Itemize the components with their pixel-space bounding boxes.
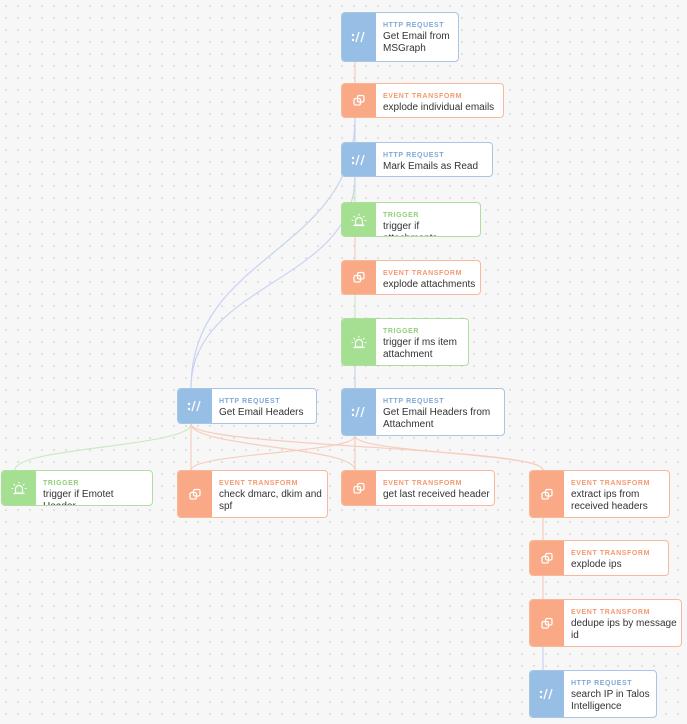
node-text: EVENT TRANSFORM extract ips from received…	[571, 479, 665, 513]
http-request-icon	[342, 389, 376, 435]
node-text: HTTP REQUEST Mark Emails as Read	[383, 151, 488, 173]
node-type-label: EVENT TRANSFORM	[383, 480, 462, 487]
node-title: check dmarc, dkim and spf	[219, 489, 322, 512]
node-type-label: EVENT TRANSFORM	[571, 550, 650, 557]
node-text: HTTP REQUEST search IP in Talos Intellige…	[571, 679, 652, 713]
node-title: trigger if ms item attachment	[383, 337, 457, 360]
node-title: Mark Emails as Read	[383, 161, 479, 172]
node-type-label: EVENT TRANSFORM	[571, 480, 650, 487]
node-mark-emails-as-read[interactable]: HTTP REQUEST Mark Emails as Read	[341, 142, 493, 177]
node-text: TRIGGER trigger if Emotet Header	[43, 479, 148, 505]
node-text: HTTP REQUEST Get Email Headers from Attac…	[383, 397, 500, 431]
event-transform-icon	[530, 600, 564, 646]
node-type-label: HTTP REQUEST	[383, 398, 445, 405]
node-extract-ips-from-received-headers[interactable]: EVENT TRANSFORM extract ips from received…	[529, 470, 670, 518]
node-type-label: TRIGGER	[383, 212, 420, 219]
node-title: search IP in Talos Intelligence	[571, 689, 650, 712]
node-title: extract ips from received headers	[571, 489, 648, 512]
event-transform-icon	[178, 471, 212, 517]
node-title: explode ips	[571, 559, 622, 570]
node-explode-ips[interactable]: EVENT TRANSFORM explode ips	[529, 540, 669, 576]
node-search-ip-in-talos-intelligence[interactable]: HTTP REQUEST search IP in Talos Intellige…	[529, 670, 657, 718]
node-text: HTTP REQUEST Get Email Headers	[219, 397, 312, 419]
node-text: EVENT TRANSFORM explode ips	[571, 549, 664, 571]
node-title: explode attachments	[383, 279, 476, 290]
http-request-icon	[178, 389, 212, 423]
http-request-icon	[342, 13, 376, 61]
node-get-email-headers[interactable]: HTTP REQUEST Get Email Headers	[177, 388, 317, 424]
node-type-label: EVENT TRANSFORM	[571, 609, 650, 616]
http-request-icon	[342, 143, 376, 176]
edge-n2-n7	[190, 117, 356, 389]
node-title: Get Email Headers from Attachment	[383, 407, 491, 430]
edge-n8-n10	[190, 435, 356, 471]
edge-n3-n7	[190, 176, 356, 389]
node-dedupe-ips-by-message-id[interactable]: EVENT TRANSFORM dedupe ips by message id	[529, 599, 682, 647]
node-title: dedupe ips by message id	[571, 618, 677, 641]
edge-n7-n9	[14, 423, 192, 471]
trigger-icon	[342, 203, 376, 236]
node-trigger-if-emotet-header[interactable]: TRIGGER trigger if Emotet Header	[1, 470, 153, 506]
node-title: explode individual emails	[383, 102, 495, 113]
node-trigger-if-attachments[interactable]: TRIGGER trigger if attachments	[341, 202, 481, 237]
node-title: Get Email from MSGraph	[383, 31, 450, 54]
edge-n8-n12	[354, 435, 544, 471]
node-text: EVENT TRANSFORM explode attachments	[383, 269, 476, 291]
node-title: Get Email Headers	[219, 407, 304, 418]
node-get-email-from-msgraph[interactable]: HTTP REQUEST Get Email from MSGraph	[341, 12, 459, 62]
node-text: HTTP REQUEST Get Email from MSGraph	[383, 21, 454, 55]
http-request-icon	[530, 671, 564, 717]
node-type-label: EVENT TRANSFORM	[383, 93, 462, 100]
node-type-label: EVENT TRANSFORM	[383, 270, 462, 277]
node-type-label: HTTP REQUEST	[383, 152, 445, 159]
node-type-label: HTTP REQUEST	[219, 398, 281, 405]
node-type-label: TRIGGER	[383, 328, 420, 335]
node-get-email-headers-from-attachment[interactable]: HTTP REQUEST Get Email Headers from Attac…	[341, 388, 505, 436]
event-transform-icon	[342, 261, 376, 294]
node-explode-individual-emails[interactable]: EVENT TRANSFORM explode individual emails	[341, 83, 504, 118]
trigger-icon	[342, 319, 376, 365]
node-text: EVENT TRANSFORM check dmarc, dkim and spf	[219, 479, 323, 513]
event-transform-icon	[530, 471, 564, 517]
trigger-icon	[2, 471, 36, 505]
node-text: EVENT TRANSFORM get last received header	[383, 479, 490, 501]
node-explode-attachments[interactable]: EVENT TRANSFORM explode attachments	[341, 260, 481, 295]
event-transform-icon	[342, 471, 376, 505]
node-type-label: HTTP REQUEST	[571, 680, 633, 687]
node-trigger-if-ms-item-attachment[interactable]: TRIGGER trigger if ms item attachment	[341, 318, 469, 366]
edge-n7-n11	[190, 423, 356, 471]
node-text: TRIGGER trigger if ms item attachment	[383, 327, 464, 361]
event-transform-icon	[530, 541, 564, 575]
node-check-dmarc-dkim-and-spf[interactable]: EVENT TRANSFORM check dmarc, dkim and spf	[177, 470, 328, 518]
node-text: TRIGGER trigger if attachments	[383, 211, 476, 236]
node-type-label: TRIGGER	[43, 480, 80, 487]
node-text: EVENT TRANSFORM explode individual emails	[383, 92, 499, 114]
node-type-label: HTTP REQUEST	[383, 22, 445, 29]
node-title: get last received header	[383, 489, 490, 500]
node-text: EVENT TRANSFORM dedupe ips by message id	[571, 608, 677, 642]
event-transform-icon	[342, 84, 376, 117]
node-title: trigger if Emotet Header	[43, 489, 114, 505]
node-get-last-received-header[interactable]: EVENT TRANSFORM get last received header	[341, 470, 495, 506]
node-type-label: EVENT TRANSFORM	[219, 480, 298, 487]
node-title: trigger if attachments	[383, 221, 437, 236]
